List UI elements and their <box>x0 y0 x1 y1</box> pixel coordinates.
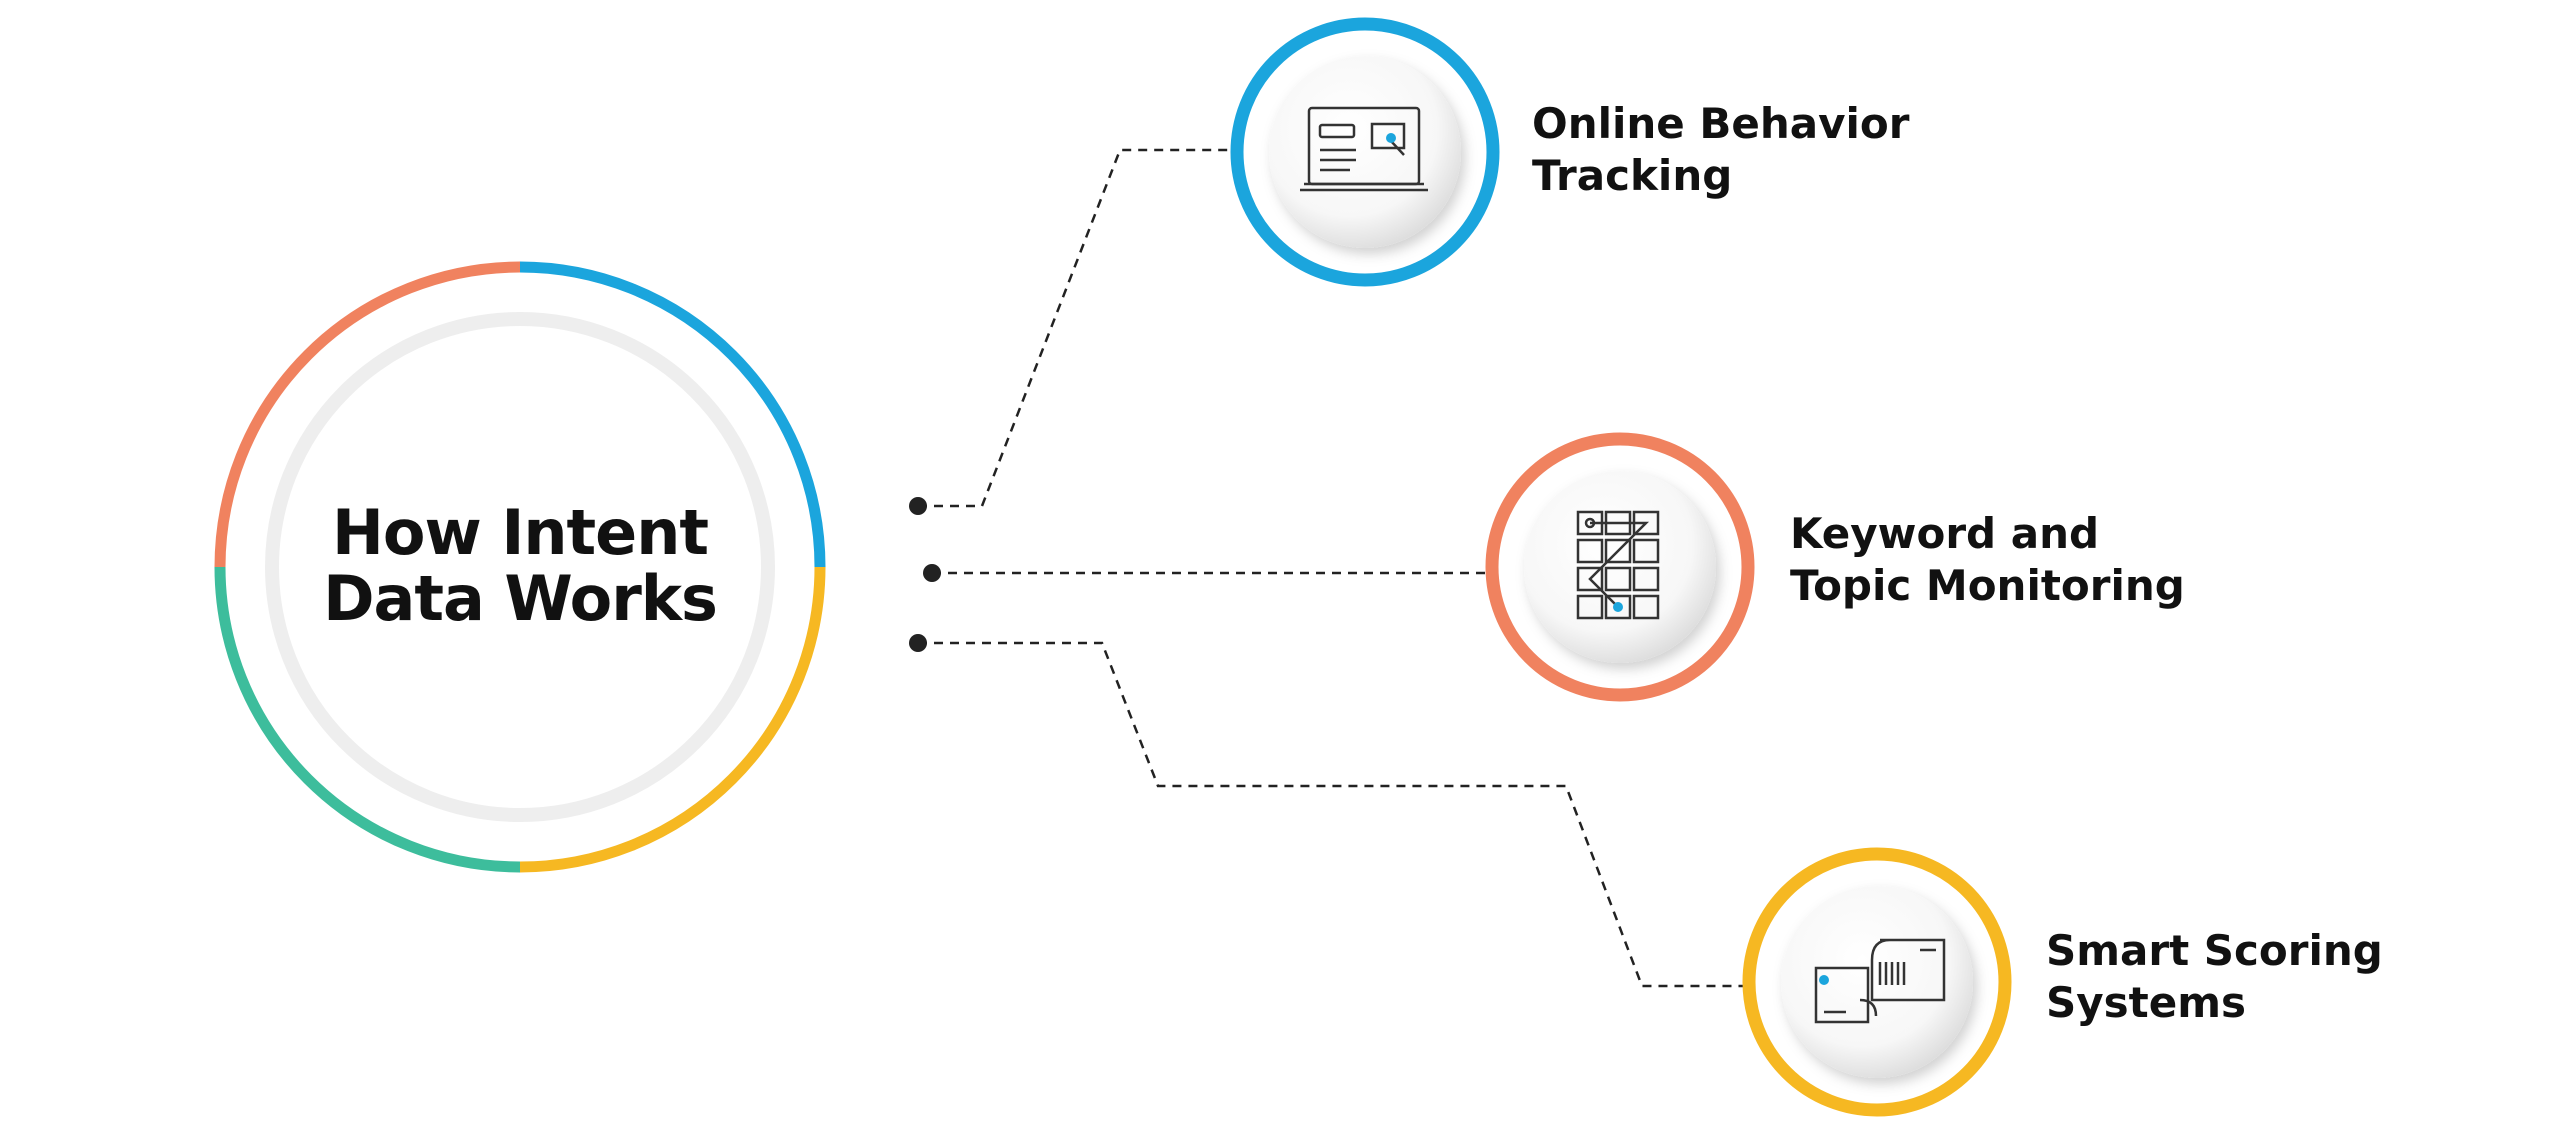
accent-dot <box>1819 975 1829 985</box>
hub-circle <box>214 261 826 873</box>
connector-online-behavior <box>918 148 1232 508</box>
hub-ring-segment-blue <box>519 261 826 568</box>
label-online-behavior: Online Behavior Tracking <box>1532 98 1910 202</box>
hub-ring-segment-orange <box>214 261 521 568</box>
hub-ring-segment-green <box>214 566 521 873</box>
laptop-icon <box>1300 106 1428 192</box>
node-keyword-topic <box>1485 432 1755 702</box>
node-online-behavior <box>1230 17 1500 287</box>
connectors <box>918 148 1746 988</box>
hub-title-line1: How Intent <box>331 496 709 569</box>
accent-dot <box>1613 602 1623 612</box>
node-smart-scoring <box>1742 847 2012 1117</box>
hub-title: How Intent Data Works <box>320 500 720 632</box>
hub-title-line2: Data Works <box>323 562 718 635</box>
label-keyword-topic: Keyword and Topic Monitoring <box>1790 508 2185 612</box>
cards-exchange-icon <box>1814 938 1946 1024</box>
label-smart-scoring-line2: Systems <box>2046 978 2246 1027</box>
connector-smart-scoring <box>918 641 1746 988</box>
hub-ring-segment-yellow <box>519 566 826 873</box>
label-online-behavior-line2: Tracking <box>1532 151 1733 200</box>
grid-path-icon <box>1576 510 1660 620</box>
connector-dot-3 <box>909 634 927 652</box>
label-keyword-topic-line2: Topic Monitoring <box>1790 561 2185 610</box>
connector-dot-1 <box>909 497 927 515</box>
connector-dot-2 <box>923 564 941 582</box>
label-smart-scoring: Smart Scoring Systems <box>2046 925 2383 1029</box>
label-smart-scoring-line1: Smart Scoring <box>2046 926 2383 975</box>
label-keyword-topic-line1: Keyword and <box>1790 509 2100 558</box>
label-online-behavior-line1: Online Behavior <box>1532 99 1910 148</box>
